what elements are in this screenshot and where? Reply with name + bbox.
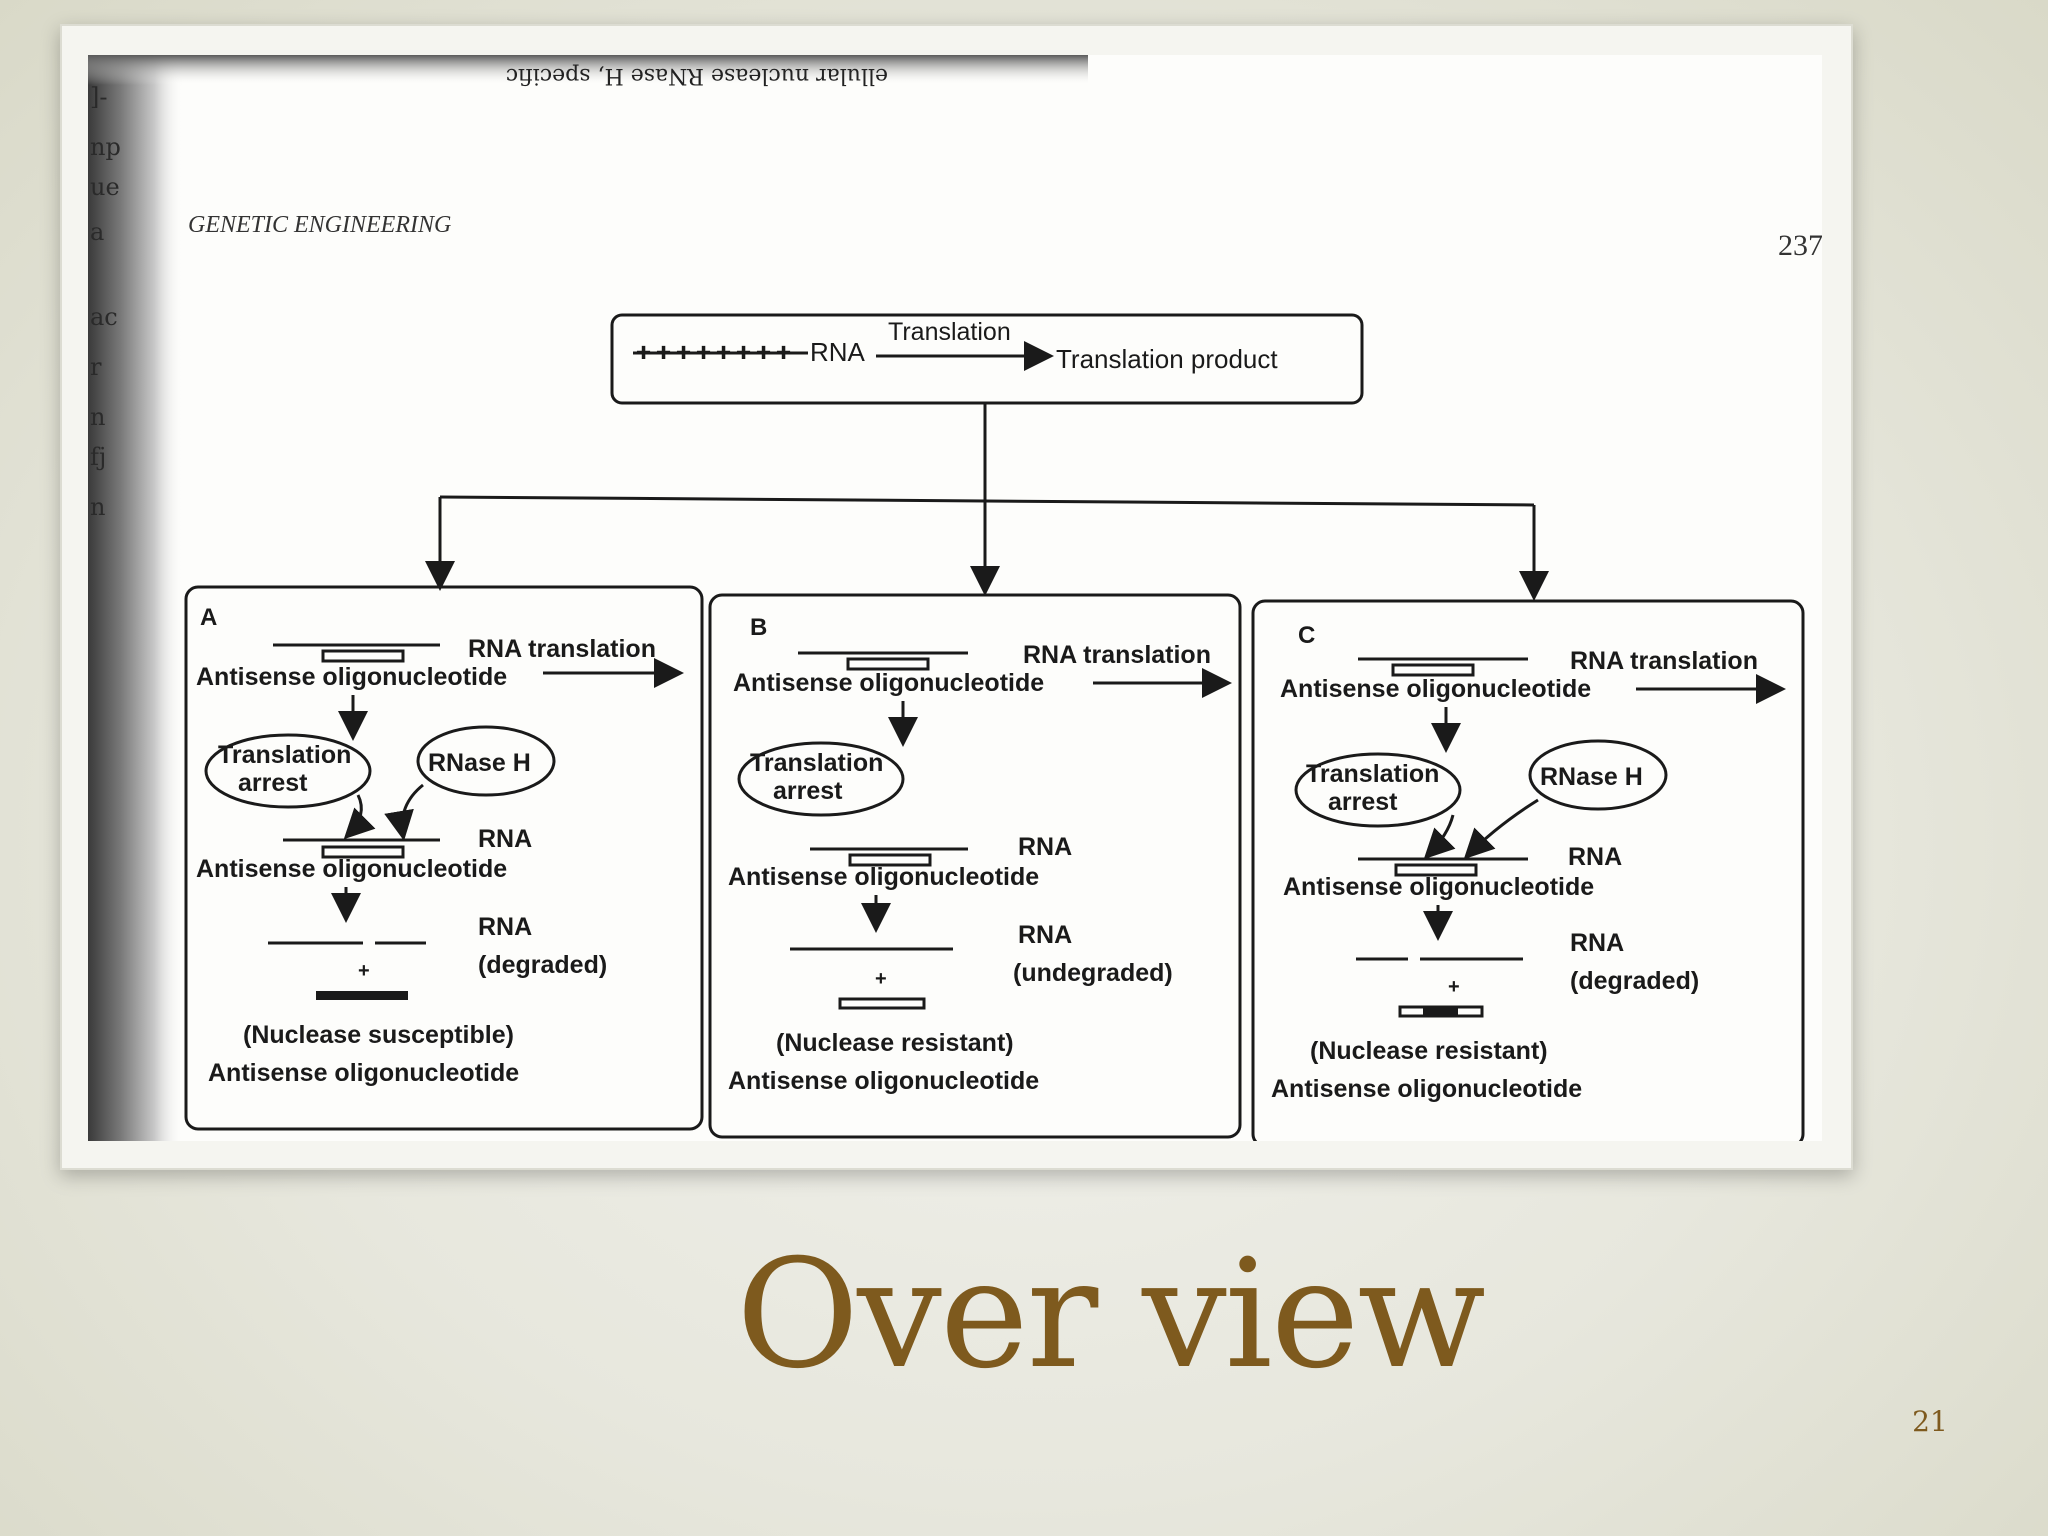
top-box xyxy=(610,313,1364,405)
panel-c-status: (degraded) xyxy=(1570,967,1699,995)
panel-b-rna-3: RNA xyxy=(1018,921,1072,949)
scanned-diagram: ]- np ue a ac r n fj n ellular nuclease RNase … xyxy=(88,55,1822,1141)
panel-c-rna-3: RNA xyxy=(1570,929,1624,957)
panel-c-arrest-1: Translation xyxy=(1306,760,1439,788)
svg-text:n: n xyxy=(90,493,105,521)
panel-a-arrest-2: arrest xyxy=(238,769,308,797)
panel-a-arrest-1: Translation xyxy=(218,741,351,769)
svg-text:✚: ✚ xyxy=(716,343,731,363)
panel-c-antisense-3: Antisense oligonucleotide xyxy=(1271,1075,1582,1103)
panel-c-antisense-1: Antisense oligonucleotide xyxy=(1280,675,1591,703)
svg-text:✚: ✚ xyxy=(676,343,691,363)
svg-text:ac: ac xyxy=(90,303,118,331)
panel-a-rna-3: RNA xyxy=(478,913,532,941)
panel-a-nuclease: (Nuclease susceptible) xyxy=(243,1021,514,1049)
svg-text:]-: ]- xyxy=(90,83,107,111)
book-spine-shadow xyxy=(88,55,183,1141)
panel-b-rna-translation: RNA translation xyxy=(1023,641,1211,669)
panel-a-rnase: RNase H xyxy=(428,749,531,777)
panel-b-antisense-3: Antisense oligonucleotide xyxy=(728,1067,1039,1095)
svg-text:r: r xyxy=(90,353,102,381)
book-page-number: 237 xyxy=(1778,229,1822,262)
panel-b-antisense-1: Antisense oligonucleotide xyxy=(733,669,1044,697)
panel-a-status: (degraded) xyxy=(478,951,607,979)
panel-b: B RNA translation Antisense oligonucleot… xyxy=(708,593,1242,1139)
panel-b-letter: B xyxy=(750,614,767,641)
top-box-rna: RNA xyxy=(810,337,866,367)
svg-text:a: a xyxy=(90,218,104,246)
svg-text:✚: ✚ xyxy=(776,343,791,363)
panel-b-antisense-2: Antisense oligonucleotide xyxy=(728,863,1039,891)
panel-a: A RNA translation Antisense oligonucleot… xyxy=(184,585,704,1131)
running-head: GENETIC ENGINEERING xyxy=(188,212,451,238)
panel-a-antisense-1: Antisense oligonucleotide xyxy=(196,663,507,691)
panel-a-antisense-2: Antisense oligonucleotide xyxy=(196,855,507,883)
svg-text:✚: ✚ xyxy=(656,343,671,363)
panel-c-plus: + xyxy=(1448,976,1460,998)
svg-text:fj: fj xyxy=(90,443,106,471)
panel-b-nuclease: (Nuclease resistant) xyxy=(776,1029,1014,1057)
panel-b-arrest-2: arrest xyxy=(773,777,843,805)
panel-c-arrest-2: arrest xyxy=(1328,788,1398,816)
panel-a-plus: + xyxy=(358,960,370,982)
svg-text:np: np xyxy=(90,133,121,161)
panel-b-status: (undegraded) xyxy=(1013,959,1173,987)
top-box-product: Translation product xyxy=(1056,344,1278,374)
panel-a-rna-translation: RNA translation xyxy=(468,635,656,663)
panel-b-arrest-1: Translation xyxy=(750,749,883,777)
page-top-shadow xyxy=(88,55,1088,85)
svg-text:✚: ✚ xyxy=(756,343,771,363)
panel-c-rnase: RNase H xyxy=(1540,763,1643,791)
slide-title: Over view xyxy=(736,1228,1486,1402)
panel-c-letter: C xyxy=(1298,622,1315,649)
panel-c-antisense-2: Antisense oligonucleotide xyxy=(1283,873,1594,901)
top-box-arrow-label: Translation xyxy=(888,318,1011,346)
panel-b-plus: + xyxy=(875,968,887,990)
panel-c-nuclease: (Nuclease resistant) xyxy=(1310,1037,1548,1065)
panel-c-rna-2: RNA xyxy=(1568,843,1622,871)
panel-c: C RNA translation Antisense oligonucleot… xyxy=(1251,599,1805,1141)
svg-text:✚: ✚ xyxy=(696,343,711,363)
rna-markers: ✚✚✚ ✚✚✚ ✚✚ xyxy=(636,343,791,363)
svg-text:✚: ✚ xyxy=(636,343,651,363)
svg-text:n: n xyxy=(90,403,105,431)
connector-lines xyxy=(425,403,1549,601)
panel-a-letter: A xyxy=(200,604,217,631)
mirrored-header: ellular nuclease RNase H, specific xyxy=(506,63,888,88)
slide-page-number: 21 xyxy=(1912,1405,1948,1438)
left-page-fragments: ]- np ue a ac r n fj n xyxy=(90,83,121,521)
panel-a-rna-2: RNA xyxy=(478,825,532,853)
svg-text:✚: ✚ xyxy=(736,343,751,363)
panel-a-antisense-3: Antisense oligonucleotide xyxy=(208,1059,519,1087)
panel-b-rna-2: RNA xyxy=(1018,833,1072,861)
panel-c-rna-translation: RNA translation xyxy=(1570,647,1758,675)
svg-text:ue: ue xyxy=(90,173,120,201)
